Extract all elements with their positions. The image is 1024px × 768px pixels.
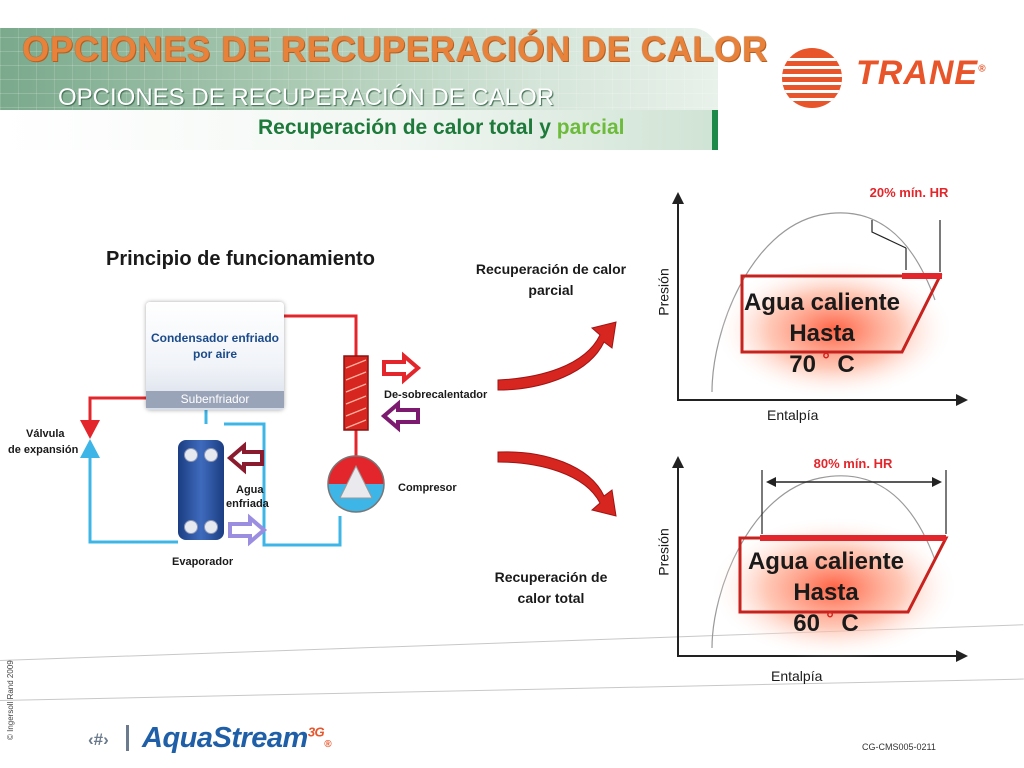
- expansion-valve-bottom: [80, 439, 100, 458]
- bottom-hot-line2: Hasta: [793, 579, 859, 606]
- top-hot-line1: Agua caliente: [743, 289, 901, 316]
- brand-name: TRANE®: [856, 54, 987, 92]
- partial-recovery-label: Recuperación de calor parcial: [475, 261, 627, 298]
- top-hot-line2: Hasta: [789, 320, 855, 347]
- chilled-water-label-2: enfriada: [226, 498, 269, 510]
- pipe-cold-left: [88, 458, 178, 544]
- top-graph-hot-water: Agua caliente Hasta 70 ˚ C: [722, 287, 922, 380]
- bottom-graph-hr-label: 80% mín. HR: [813, 456, 893, 471]
- footer-separator: [126, 725, 129, 751]
- section-title-part1: Recuperación de calor total y: [258, 116, 551, 139]
- bottom-hot-line1: Agua caliente: [747, 548, 905, 575]
- bottom-graph-ylabel: Presión: [655, 528, 672, 576]
- top-graph: [672, 192, 968, 406]
- top-hot-temp: 70 ˚ C: [789, 351, 855, 378]
- pipe-cold-right: [224, 422, 342, 547]
- section-title-part2: parcial: [556, 116, 625, 139]
- page-number: ‹#›: [88, 730, 109, 749]
- arrow-hot-out: [382, 351, 422, 385]
- arrow-return-in: [380, 399, 420, 433]
- page-subtitle: OPCIONES DE RECUPERACIÓN DE CALOR: [58, 84, 555, 111]
- total-recovery-label: Recuperación de calor total: [494, 569, 608, 606]
- chilled-water-label: Agua: [236, 484, 264, 496]
- compressor-triangle: [339, 464, 373, 499]
- valve-label: Válvula: [26, 428, 65, 440]
- top-graph-xlabel: Entalpía: [767, 407, 819, 423]
- compressor-label: Compresor: [398, 482, 457, 494]
- pipe-hot-left: [88, 396, 146, 420]
- top-graph-ylabel: Presión: [655, 268, 672, 316]
- desuperheater-label: De-sobrecalentador: [384, 389, 488, 401]
- bottom-graph: [672, 456, 968, 662]
- arrow-chilled-in: [226, 441, 264, 475]
- subcooler-bar: [146, 391, 284, 408]
- curved-arrow-up-icon: [497, 321, 617, 391]
- curved-arrow-down-icon: [497, 451, 617, 517]
- page-title: OPCIONES DE RECUPERACIÓN DE CALOR: [22, 30, 768, 69]
- pipe-hot-top: [284, 314, 358, 357]
- subcooler-label: Subenfriador: [180, 392, 250, 406]
- section-title: Recuperación de calor total y parcial: [258, 116, 625, 140]
- arrow-chilled-out: [228, 513, 268, 547]
- copyright-text: © Ingersoll Rand 2009: [6, 660, 15, 740]
- expansion-valve-top: [80, 420, 100, 439]
- document-code: CG-CMS005-0211: [862, 742, 936, 752]
- evaporator-icon: [178, 440, 224, 540]
- condenser-label: Condensador enfriado por aire: [150, 331, 279, 361]
- diagram-heading: Principio de funcionamiento: [106, 248, 375, 270]
- aquastream-logo: AquaStream3G®: [142, 722, 332, 754]
- trane-logo-icon: [782, 48, 842, 108]
- bottom-graph-hot-water: Agua caliente Hasta 60 ˚ C: [726, 546, 926, 639]
- desuperheater-icon: [343, 355, 369, 431]
- top-graph-hr-label: 20% mín. HR: [869, 185, 949, 200]
- valve-label-2: de expansión: [8, 444, 79, 456]
- evaporator-label: Evaporador: [172, 556, 234, 568]
- bottom-graph-xlabel: Entalpía: [771, 668, 823, 684]
- bottom-hot-temp: 60 ˚ C: [793, 610, 859, 637]
- header-section-bar: [0, 110, 718, 150]
